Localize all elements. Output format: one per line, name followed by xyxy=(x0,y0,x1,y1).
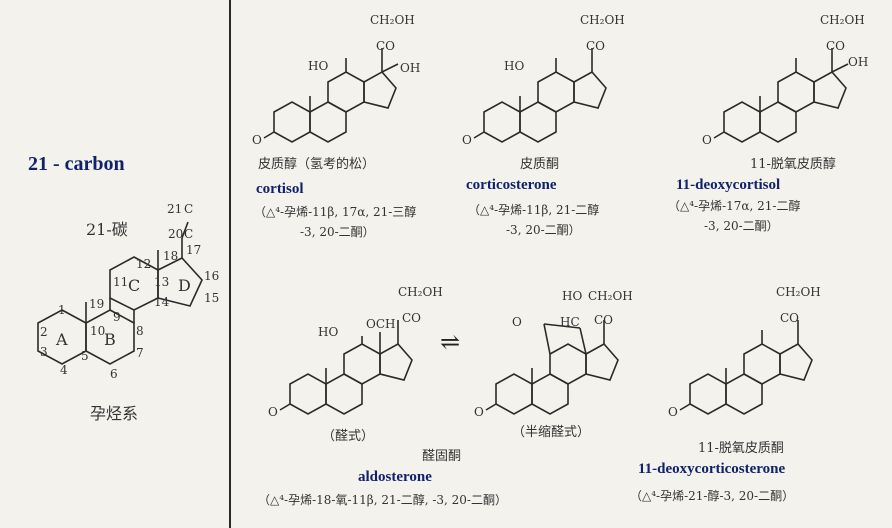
corticosterone-en-name: corticosterone xyxy=(466,177,557,193)
deoxycortisol-group-oh: OH xyxy=(848,55,869,69)
aldosterone-right-co: CO xyxy=(594,313,614,327)
deoxycortisol-structure xyxy=(713,48,849,143)
cortisol-group-ho: HO xyxy=(308,59,329,73)
corticosterone-desc-line1: （△⁴-孕烯-11β, 21-二醇 xyxy=(468,203,600,217)
cortisol-group-o: O xyxy=(252,133,262,147)
atom-number-7: 7 xyxy=(136,346,144,360)
aldosterone-left-ch2oh: CH₂OH xyxy=(398,285,443,299)
aldosterone-right-hc: HC xyxy=(560,315,580,329)
deoxycorticosterone-group-o: O xyxy=(668,405,678,419)
skeleton-bonds xyxy=(37,221,203,365)
atom-number-12: 12 xyxy=(136,257,152,271)
cortisol-group-ch2oh: CH₂OH xyxy=(370,13,415,27)
aldosterone-hemiacetal-structure xyxy=(485,320,619,415)
aldosterone-right-ch2oh: CH₂OH xyxy=(588,289,633,303)
deoxycortisol-desc-line2: -3, 20-二酮） xyxy=(704,219,779,233)
deoxycorticosterone-group-co: CO xyxy=(780,311,800,325)
aldosterone-aldehyde-structure xyxy=(279,320,413,415)
atom-number-9: 9 xyxy=(113,310,121,324)
deoxycortisol-en-name: 11-deoxycortisol xyxy=(676,177,781,193)
aldosterone-left-och: OCH xyxy=(366,317,396,331)
deoxycortisol-group-o: O xyxy=(702,133,712,147)
atom-number-11: 11 xyxy=(113,275,129,289)
equilibrium-arrow: ⇌ xyxy=(440,328,461,356)
corticosterone-group-ho: HO xyxy=(504,59,525,73)
corticosterone-cn-name: 皮质酮 xyxy=(520,157,560,172)
deoxycorticosterone-desc-line1: （△⁴-孕烯-21-醇-3, 20-二酮） xyxy=(630,489,795,503)
deoxycortisol-group-ch2oh: CH₂OH xyxy=(820,13,865,27)
corticosterone-group-co: CO xyxy=(586,39,606,53)
ring-label-d: D xyxy=(178,276,191,295)
atom-number-14: 14 xyxy=(154,295,170,309)
ring-label-b: B xyxy=(104,330,116,349)
corticosterone-structure xyxy=(473,48,607,143)
cortisol-desc-line1: （△⁴-孕烯-11β, 17α, 21-三醇 xyxy=(254,205,417,219)
deoxycortisol-group-co: CO xyxy=(826,39,846,53)
cortisol-desc-line2: -3, 20-二酮） xyxy=(300,225,375,239)
atom-c-20: C xyxy=(184,227,194,241)
atom-number-20: 20 xyxy=(168,227,184,241)
atom-number-10: 10 xyxy=(90,324,106,338)
aldosterone-cn-name: 醛固酮 xyxy=(422,449,462,464)
ring-label-a: A xyxy=(56,330,68,349)
deoxycortisol-desc-line1: （△⁴-孕烯-17α, 21-二醇 xyxy=(668,199,801,213)
atom-number-21: 21 xyxy=(167,202,183,216)
aldosterone-left-o: O xyxy=(268,405,278,419)
aldosterone-right-ring-o: O xyxy=(512,315,522,329)
atom-number-5: 5 xyxy=(81,349,89,363)
atom-number-16: 16 xyxy=(204,269,220,283)
corticosterone-desc-line2: -3, 20-二酮） xyxy=(506,223,581,237)
atom-number-2: 2 xyxy=(40,325,48,339)
atom-c-21: C xyxy=(184,202,194,216)
atom-number-3: 3 xyxy=(40,345,48,359)
cortisol-group-co: CO xyxy=(376,39,396,53)
aldosterone-en-name: aldosterone xyxy=(358,469,432,485)
deoxycorticosterone-structure xyxy=(679,320,813,415)
aldosterone-left-co: CO xyxy=(402,311,422,325)
aldosterone-desc-line1: （△⁴-孕烯-18-氧-11β, 21-二醇, -3, 20-二酮） xyxy=(258,493,507,507)
atom-number-18: 18 xyxy=(163,249,179,263)
cortisol-cn-name: 皮质醇（氢考的松） xyxy=(258,157,376,172)
atom-number-15: 15 xyxy=(204,291,220,305)
deoxycorticosterone-group-ch2oh: CH₂OH xyxy=(776,285,821,299)
ring-label-c: C xyxy=(128,276,141,295)
atom-number-1: 1 xyxy=(58,303,66,317)
corticosterone-group-ch2oh: CH₂OH xyxy=(580,13,625,27)
deoxycorticosterone-en-name: 11-deoxycorticosterone xyxy=(638,461,786,477)
aldosterone-right-ho: HO xyxy=(562,289,583,303)
aldosterone-left-ho: HO xyxy=(318,325,339,339)
ring-d-bonds xyxy=(157,257,203,307)
aldosterone-form-aldehyde: （醛式） xyxy=(322,429,375,444)
atom-number-13: 13 xyxy=(154,275,170,289)
atom-number-8: 8 xyxy=(136,324,144,338)
cortisol-en-name: cortisol xyxy=(256,181,304,197)
deoxycorticosterone-cn-name: 11-脱氧皮质酮 xyxy=(698,441,784,456)
atom-number-4: 4 xyxy=(60,363,68,377)
atom-number-6: 6 xyxy=(110,367,118,381)
pregnane-caption: 孕烃系 xyxy=(90,404,139,423)
column-divider xyxy=(229,0,231,528)
corticosterone-group-o: O xyxy=(462,133,472,147)
aldosterone-form-hemiacetal: （半缩醛式） xyxy=(512,425,591,440)
cortisol-structure xyxy=(263,48,399,143)
atom-number-17: 17 xyxy=(186,243,202,257)
aldosterone-right-o: O xyxy=(474,405,484,419)
deoxycortisol-cn-name: 11-脱氧皮质醇 xyxy=(750,157,836,172)
skeleton-caption: 21-碳 xyxy=(86,220,128,239)
cortisol-group-oh: OH xyxy=(400,61,421,75)
carbon-count-heading: 21 - carbon xyxy=(28,153,125,175)
atom-number-19: 19 xyxy=(89,297,105,311)
